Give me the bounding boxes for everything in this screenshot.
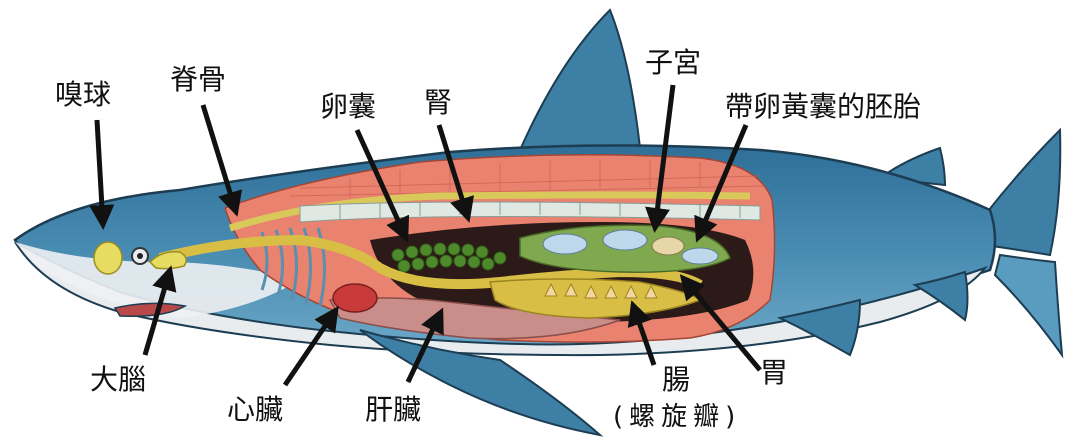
label-liver: 肝臟 xyxy=(365,393,421,426)
label-spiral-valve: (螺旋瓣) xyxy=(613,402,741,432)
dorsal-fin xyxy=(520,10,640,150)
embryo-2 xyxy=(603,230,647,250)
label-kidney: 腎 xyxy=(424,86,452,119)
label-intestine: 腸 xyxy=(662,363,690,396)
label-ovary: 卵囊 xyxy=(320,90,376,123)
label-embryo: 帶卵黃囊的胚胎 xyxy=(725,90,921,123)
label-brain: 大腦 xyxy=(90,363,146,396)
yolk-sac xyxy=(652,237,684,255)
embryo-1 xyxy=(543,234,587,254)
label-spine: 脊骨 xyxy=(170,63,226,96)
tail-fin-lower xyxy=(995,255,1062,355)
label-olfactory-bulb: 嗅球 xyxy=(55,78,111,111)
tail-fin-upper xyxy=(985,130,1060,255)
label-heart: 心臟 xyxy=(227,393,283,426)
label-uterus: 子宮 xyxy=(645,46,701,79)
eye-pupil xyxy=(137,253,143,259)
label-stomach: 胃 xyxy=(760,356,788,389)
heart xyxy=(333,284,377,312)
olfactory-bulb xyxy=(94,242,122,274)
embryo-3 xyxy=(682,248,718,264)
